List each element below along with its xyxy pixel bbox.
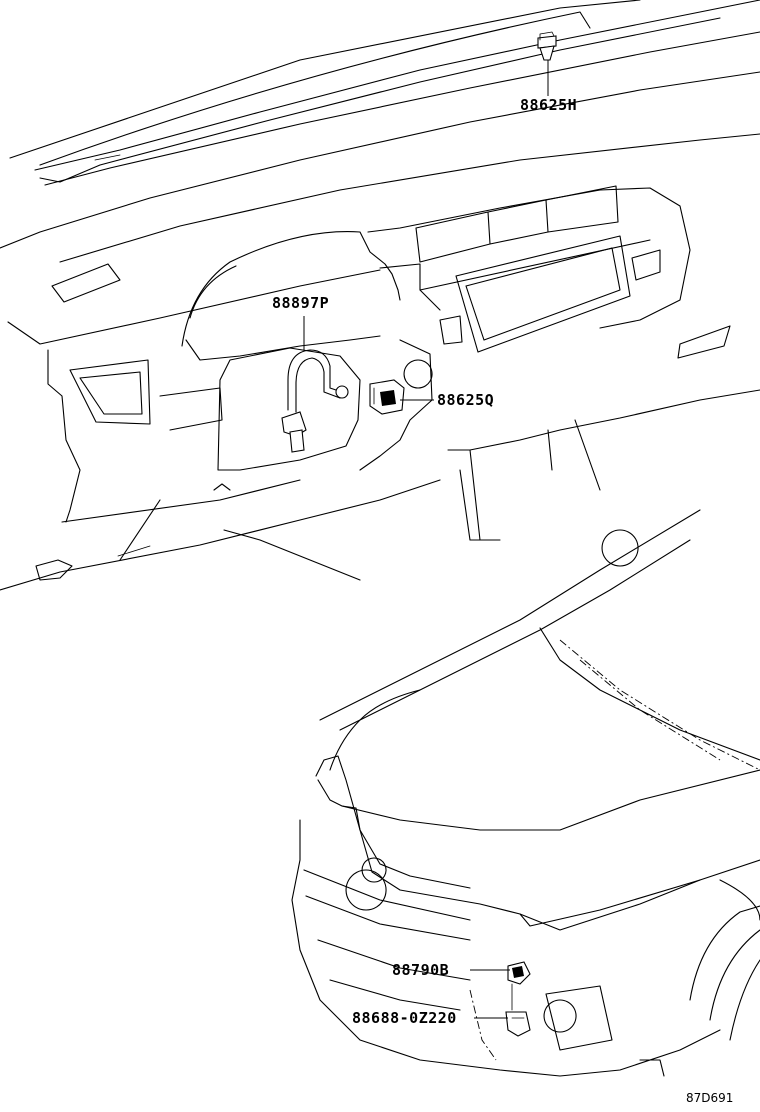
leader-lines <box>303 60 549 1019</box>
dashboard-illustration <box>0 0 760 591</box>
callout-88625h: 88625H <box>520 96 578 114</box>
car-front-illustration <box>291 509 760 1077</box>
callout-88688-0z220: 88688-0Z220 <box>352 1009 457 1027</box>
callout-88625q: 88625Q <box>437 391 495 409</box>
figure-reference-code: 87D691 <box>686 1091 734 1105</box>
callout-88790b: 88790B <box>392 961 450 979</box>
callout-88897p: 88897P <box>272 294 330 312</box>
